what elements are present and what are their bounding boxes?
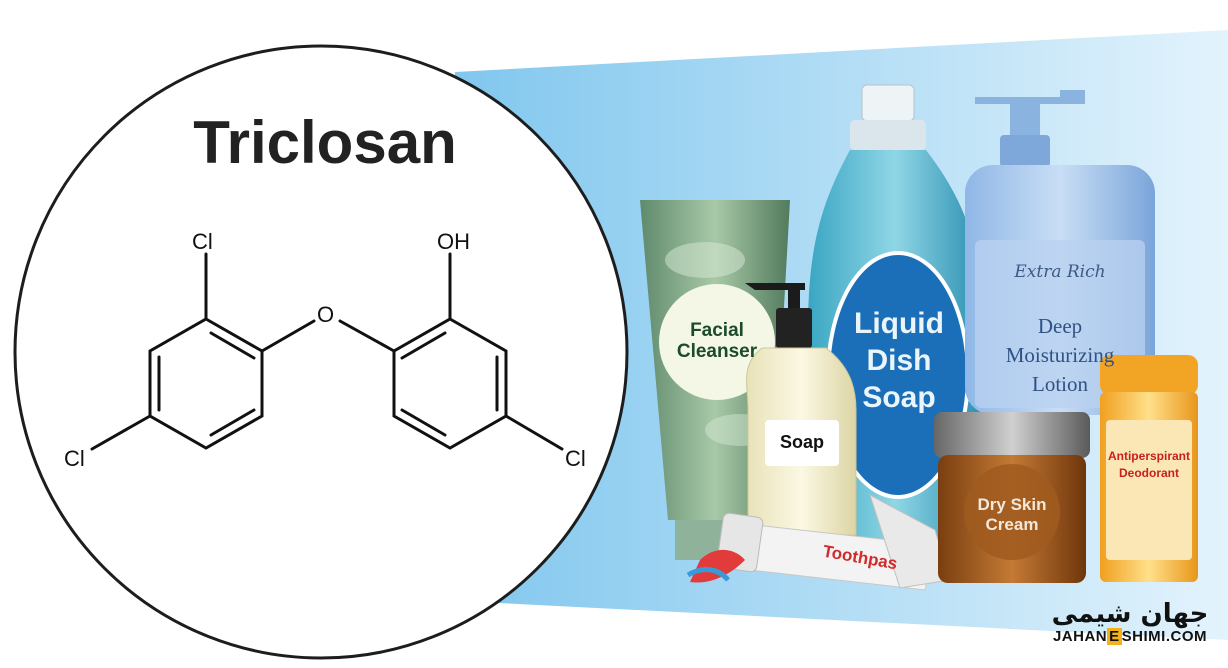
atom-cl-top: Cl — [192, 229, 213, 254]
deodorant-text: Antiperspirant Deodorant — [1107, 449, 1190, 480]
atom-cl-left: Cl — [64, 446, 85, 471]
toothpaste-tube — [686, 493, 951, 591]
facial-cleanser-label — [659, 284, 775, 400]
lotion-brand-text: Extra Rich — [1014, 262, 1106, 282]
atom-oh: OH — [437, 229, 470, 254]
soap-text: Soap — [779, 432, 824, 452]
magnifier-circle — [13, 44, 629, 660]
atom-cl-right: Cl — [565, 446, 586, 471]
dish-soap-text: Liquid Dish Soap — [854, 307, 944, 414]
atom-oxygen: O — [317, 302, 335, 327]
cream-label — [964, 464, 1060, 560]
cream-text: Dry Skin Cream — [977, 495, 1047, 534]
deodorant-stick — [1100, 355, 1198, 582]
facial-cleanser-text: Facial Cleanser — [676, 320, 758, 362]
liquid-soap-bottle — [745, 283, 857, 536]
triclosan-structure — [90, 252, 564, 451]
soap-label — [765, 420, 839, 466]
cream-jar — [934, 412, 1090, 583]
deodorant-label — [1106, 420, 1192, 560]
watermark-persian: جهان شیمی — [1051, 599, 1209, 629]
lotion-name-text: Deep Moisturizing Lotion — [1005, 314, 1115, 396]
diagram-title: Triclosan — [193, 109, 457, 176]
